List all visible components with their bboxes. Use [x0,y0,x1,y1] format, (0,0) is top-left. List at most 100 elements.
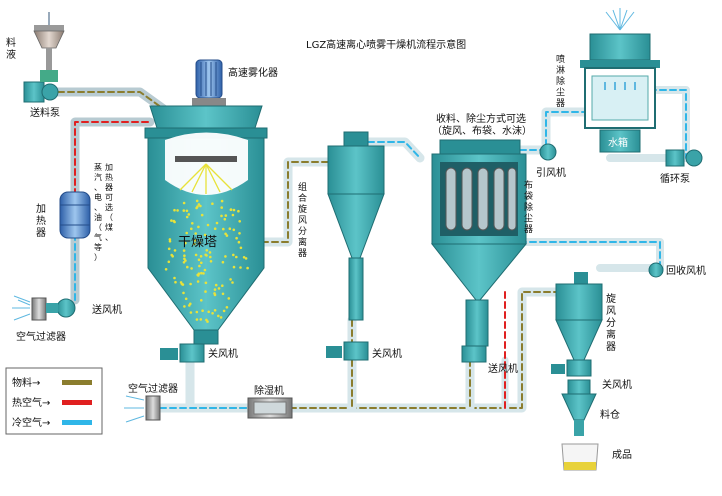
particle [195,310,199,314]
heater [59,191,91,239]
label-air-filter-top: 空气过滤器 [16,330,66,343]
label-valve-right: 关风机 [602,378,632,391]
circulation-pump[interactable] [665,149,703,167]
blower-top[interactable] [46,298,76,318]
particle [189,311,193,314]
induced-fan[interactable] [539,143,557,161]
drying-tower [144,105,268,345]
label-cyclone-right: 旋风分离器 [606,292,616,353]
particle [170,219,173,222]
feed-pump[interactable] [23,70,59,103]
particle [197,203,201,206]
particle [168,240,172,243]
legend-item-material: 物料→ [12,376,40,389]
particle [172,219,176,223]
label-valve-combo: 关风机 [372,347,402,360]
particle [191,222,194,225]
rotary-valve-right[interactable] [551,359,592,377]
particle [184,297,188,301]
air-filter-top [12,295,47,321]
air-filter-bottom [124,395,161,423]
silo [561,379,597,436]
particle [207,310,210,314]
particle [195,199,199,203]
particle [244,257,248,260]
particle [184,241,187,245]
particle [194,232,197,235]
particle [182,209,186,212]
particle [221,260,225,264]
particle [224,232,227,236]
rotary-valve-tower[interactable] [160,343,205,363]
particle [173,249,177,252]
labels: LGZ高速离心喷雾干燥机流程示意图 料液 送料泵 加热器 蒸汽、电、油（气等）加… [6,36,706,461]
particle [200,261,203,265]
particle [239,266,242,269]
particle [213,227,217,230]
particle [183,305,186,308]
particle [211,312,214,315]
right-cyclone [555,272,603,361]
particle [193,242,196,246]
label-heater-note: 蒸汽、电、油（气等）加热器可选（煤、 [94,162,113,262]
particle [206,223,210,227]
particle [217,287,221,290]
combo-cyclone [327,131,385,321]
particle [196,273,199,277]
particle [209,260,213,263]
particle [203,268,207,272]
label-heater: 加热器 [36,203,46,239]
particle [211,202,214,205]
particle [209,255,212,259]
label-bag-filter: 布袋除尘器 [524,179,533,235]
particle [235,255,238,259]
label-dehumidifier: 除湿机 [254,384,284,397]
particle [215,221,219,225]
particle [213,292,216,295]
particle [231,213,235,217]
particle [200,271,203,275]
particle [179,281,183,284]
particle [217,314,220,318]
particle [237,240,241,244]
particle [214,283,218,287]
product-bin [561,443,599,471]
particle [199,318,203,321]
particle [228,227,232,230]
label-silo: 料仓 [600,408,620,421]
label-water-tank: 水箱 [608,136,628,149]
particle [189,282,192,286]
label-combo-cyclone: 组合旋风分离器 [298,181,307,259]
particle [237,209,240,213]
particle [200,213,204,217]
particle [246,266,249,270]
particle [187,213,191,216]
blower-bag[interactable] [461,345,487,363]
particle [173,276,176,280]
particle [220,199,224,203]
rotary-valve-combo[interactable] [326,341,369,361]
particle [167,247,171,251]
particle [205,318,208,322]
tower-particles [164,199,249,323]
particle [213,288,217,291]
diagram-title: LGZ高速离心喷雾干燥机流程示意图 [306,38,466,51]
particle [176,209,179,212]
particle [229,208,233,211]
particle [196,205,199,208]
particle [182,249,186,252]
legend: 物料→ 热空气→ 冷空气→ [5,367,103,435]
particle [190,227,193,231]
particle [219,316,223,319]
particle [238,220,241,223]
particle [208,251,212,254]
bag-filter [430,139,528,347]
particle [221,284,224,288]
particle [222,227,225,231]
particle [194,253,198,257]
return-fan[interactable] [648,262,664,278]
label-circ-pump: 循环泵 [660,172,690,185]
particle [182,201,186,205]
